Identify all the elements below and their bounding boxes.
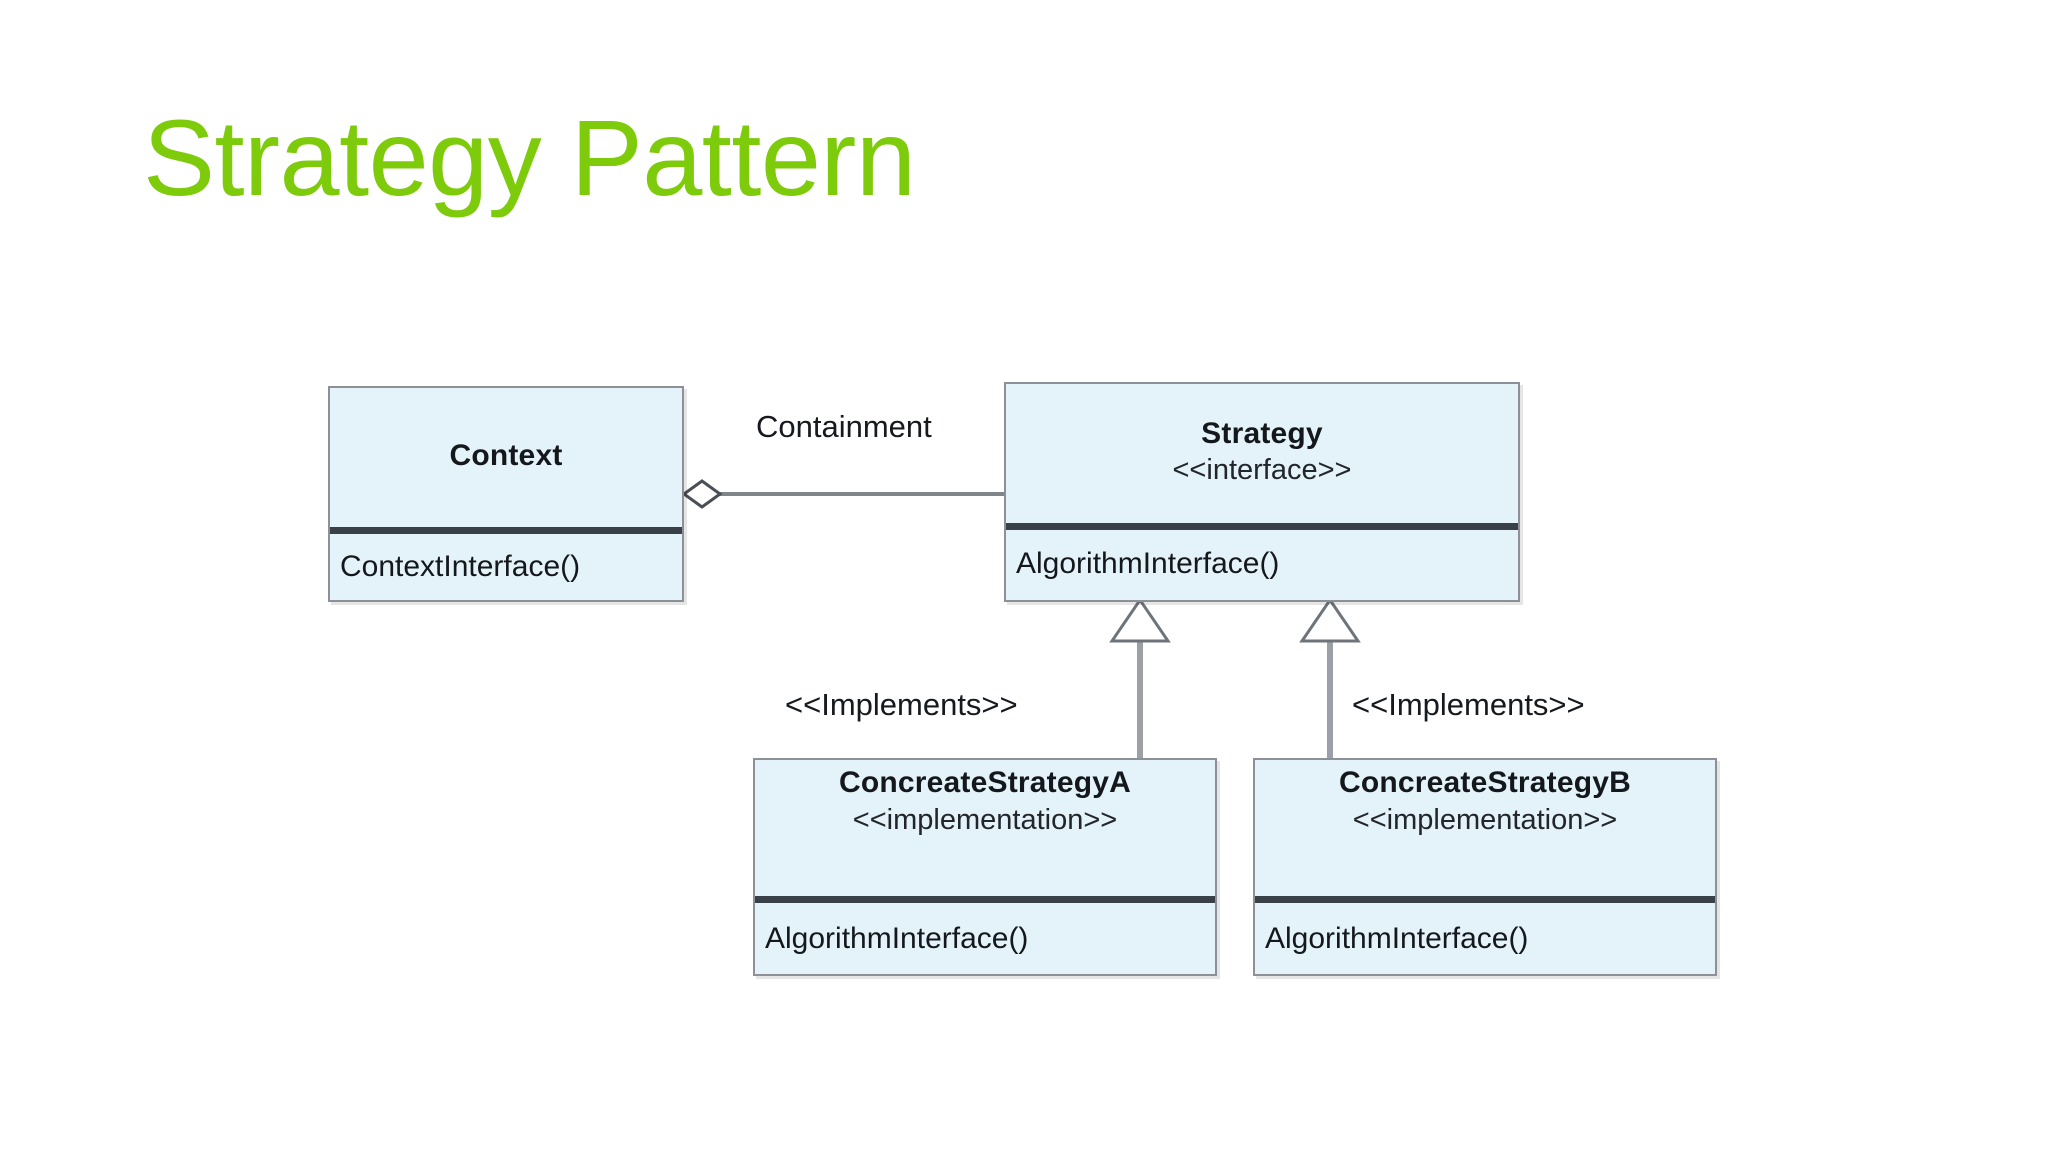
aggregation-diamond-icon bbox=[681, 479, 723, 509]
uml-class-strategy[interactable]: Strategy <<interface>> AlgorithmInterfac… bbox=[1004, 382, 1520, 602]
uml-class-stereotype: <<implementation>> bbox=[852, 803, 1118, 836]
page-title: Strategy Pattern bbox=[143, 97, 916, 218]
uml-section-divider bbox=[1006, 523, 1518, 530]
uml-class-name: Strategy bbox=[1201, 416, 1323, 450]
uml-member: AlgorithmInterface() bbox=[1016, 546, 1280, 580]
uml-class-concreate-strategy-b[interactable]: ConcreateStrategyB <<implementation>> Al… bbox=[1253, 758, 1717, 976]
relationship-label-containment: Containment bbox=[756, 409, 932, 444]
realization-a-triangle-icon bbox=[1109, 597, 1171, 643]
uml-section-divider bbox=[1255, 896, 1715, 903]
relationship-label-implements-b: <<Implements>> bbox=[1352, 687, 1585, 722]
uml-member: AlgorithmInterface() bbox=[765, 921, 1029, 955]
uml-member: AlgorithmInterface() bbox=[1265, 921, 1529, 955]
uml-class-header: Context bbox=[330, 388, 682, 527]
uml-class-header: ConcreateStrategyA <<implementation>> bbox=[755, 760, 1215, 896]
uml-member: ContextInterface() bbox=[340, 550, 581, 583]
uml-class-context[interactable]: Context ContextInterface() bbox=[328, 386, 684, 602]
uml-class-name: ConcreateStrategyB bbox=[1338, 766, 1632, 799]
uml-class-name: ConcreateStrategyA bbox=[838, 766, 1132, 799]
uml-class-stereotype: <<interface>> bbox=[1172, 454, 1352, 487]
uml-class-concreate-strategy-a[interactable]: ConcreateStrategyA <<implementation>> Al… bbox=[753, 758, 1217, 976]
uml-class-members: ContextInterface() bbox=[330, 534, 682, 600]
uml-class-members: AlgorithmInterface() bbox=[1255, 903, 1715, 974]
uml-class-stereotype: <<implementation>> bbox=[1352, 803, 1618, 836]
relationship-label-implements-a: <<Implements>> bbox=[785, 687, 1018, 722]
uml-class-name: Context bbox=[449, 439, 563, 473]
uml-class-members: AlgorithmInterface() bbox=[1006, 530, 1518, 597]
uml-class-members: AlgorithmInterface() bbox=[755, 903, 1215, 974]
realization-b-triangle-icon bbox=[1299, 597, 1361, 643]
uml-section-divider bbox=[755, 896, 1215, 903]
uml-class-header: ConcreateStrategyB <<implementation>> bbox=[1255, 760, 1715, 896]
uml-class-header: Strategy <<interface>> bbox=[1006, 384, 1518, 523]
uml-section-divider bbox=[330, 527, 682, 534]
